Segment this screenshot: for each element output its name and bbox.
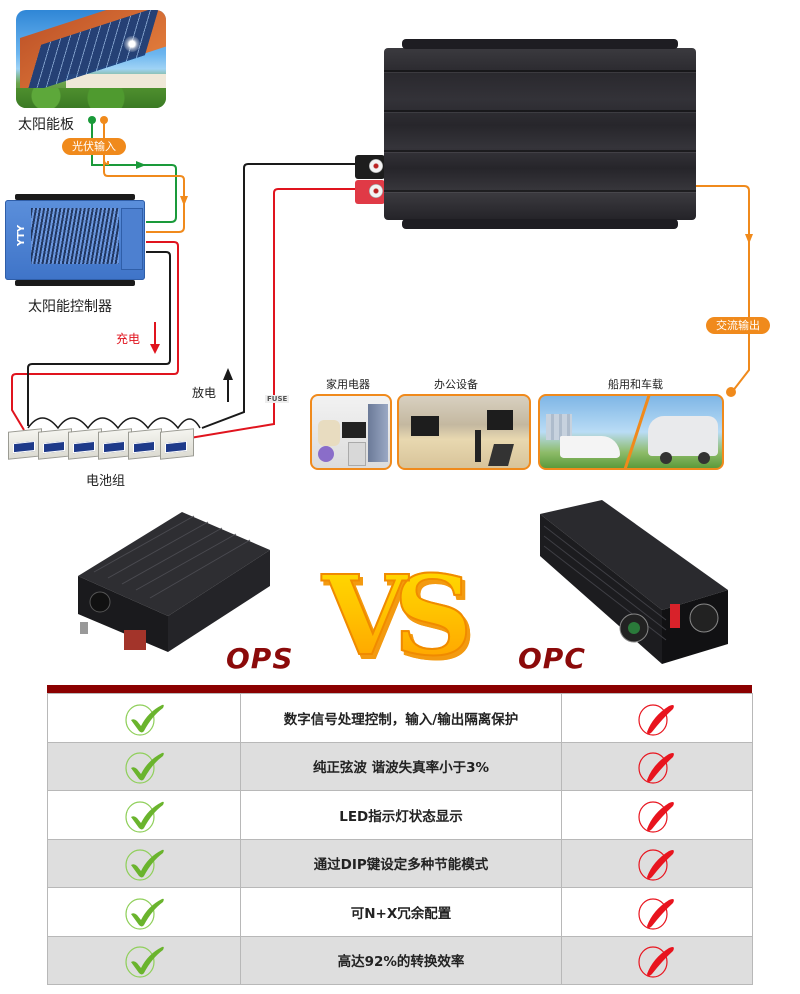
feature-text: 通过DIP键设定多种节能模式 [313, 857, 489, 874]
check-icon [125, 898, 164, 930]
solar-panel-label: 太阳能板 [18, 117, 74, 133]
negative-terminal [355, 155, 385, 179]
wiring-diagram [11, 116, 753, 456]
app-label-marine-vehicle: 船用和车载 [608, 378, 663, 391]
feature-cell: 通过DIP键设定多种节能模式 [240, 838, 562, 888]
opc-cell [561, 838, 753, 888]
feature-cell: 纯正弦波 谐波失真率小于3% [240, 741, 562, 791]
comparison-row: 通过DIP键设定多种节能模式 [47, 838, 753, 888]
opc-cell [561, 887, 753, 937]
ops-cell [47, 693, 241, 743]
ops-cell [47, 741, 241, 791]
solar-controller-label: 太阳能控制器 [28, 299, 112, 315]
ops-inverter-image [78, 512, 270, 652]
opc-model-label: OPC [518, 642, 586, 675]
cross-icon [638, 849, 674, 881]
cross-icon [638, 898, 674, 930]
office-equipment-photo [397, 394, 531, 470]
discharge-label: 放电 [192, 386, 217, 400]
check-icon [125, 946, 164, 978]
comparison-row: 纯正弦波 谐波失真率小于3% [47, 741, 753, 791]
ops-model-label: OPS [226, 642, 294, 675]
opc-cell [561, 935, 753, 985]
ops-cell [47, 887, 241, 937]
ops-cell [47, 935, 241, 985]
comparison-row: 可N+X冗余配置 [47, 887, 753, 937]
check-icon [125, 752, 164, 784]
charge-label: 充电 [116, 332, 141, 346]
feature-text: LED指示灯状态显示 [339, 808, 463, 825]
opc-cell [561, 741, 753, 791]
check-icon [125, 849, 164, 881]
feature-cell: LED指示灯状态显示 [240, 790, 562, 840]
feature-text: 数字信号处理控制，输入/输出隔离保护 [283, 711, 519, 728]
app-label-home-appliances: 家用电器 [326, 378, 370, 391]
inverter-top-view-image [384, 39, 696, 229]
app-label-office-equipment: 办公设备 [434, 378, 478, 391]
feature-cell: 数字信号处理控制，输入/输出隔离保护 [240, 693, 562, 743]
cross-icon [638, 801, 674, 833]
check-icon [125, 801, 164, 833]
feature-cell: 高达92%的转换效率 [240, 935, 562, 985]
feature-text: 高达92%的转换效率 [337, 954, 465, 971]
positive-terminal [355, 180, 385, 204]
ac-output-badge: 交流输出 [706, 317, 770, 334]
comparison-row: 数字信号处理控制，输入/输出隔离保护 [47, 693, 753, 743]
vs-logo: VS [321, 551, 474, 681]
home-appliances-photo [310, 394, 392, 470]
feature-text: 可N+X冗余配置 [350, 905, 452, 922]
solar-controller-image: YTY [5, 194, 145, 286]
comparison-header-bar [47, 685, 752, 693]
ops-cell [47, 838, 241, 888]
opc-cell [561, 790, 753, 840]
check-icon [125, 704, 164, 736]
cross-icon [638, 752, 674, 784]
opc-inverter-image [540, 500, 728, 664]
cross-icon [638, 704, 674, 736]
opc-cell [561, 693, 753, 743]
marine-vehicle-photo [538, 394, 724, 470]
feature-text: 纯正弦波 谐波失真率小于3% [312, 760, 490, 777]
comparison-row: 高达92%的转换效率 [47, 935, 753, 985]
solar-panel-photo [16, 10, 166, 108]
comparison-row: LED指示灯状态显示 [47, 790, 753, 840]
battery-bank-label: 电池组 [86, 474, 126, 489]
cross-icon [638, 946, 674, 978]
controller-brand: YTY [16, 224, 28, 247]
ops-cell [47, 790, 241, 840]
fuse-label: FUSE [265, 395, 290, 403]
pv-input-badge: 光伏输入 [62, 138, 126, 155]
comparison-table: 数字信号处理控制，输入/输出隔离保护 纯正弦波 谐波失真率小于3% [47, 693, 753, 985]
feature-cell: 可N+X冗余配置 [240, 887, 562, 937]
